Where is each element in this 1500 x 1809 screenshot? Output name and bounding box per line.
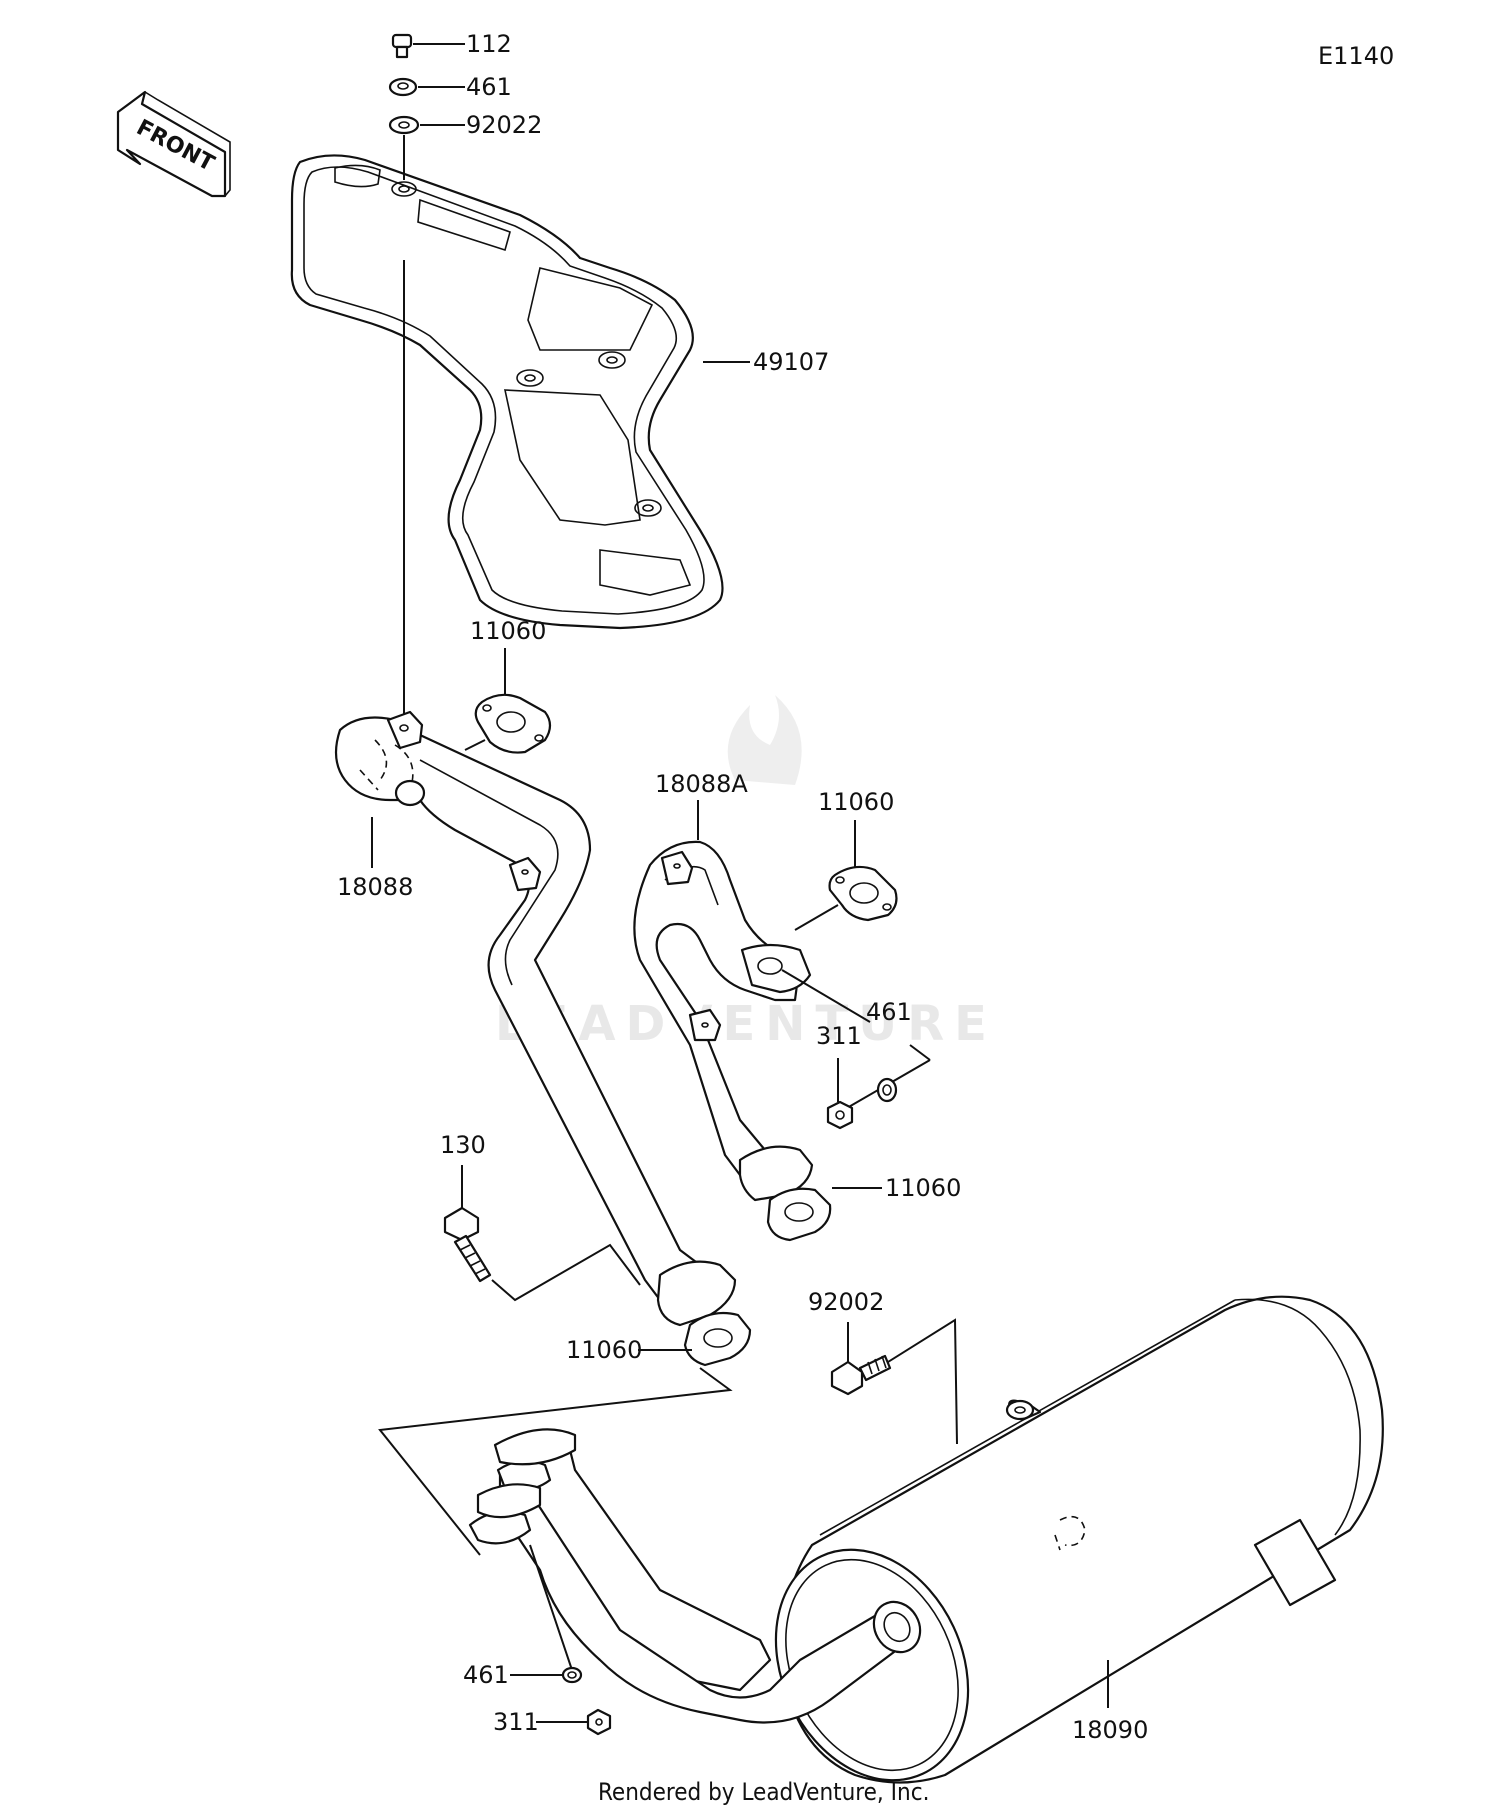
callout-11060-lower-left: 11060 [566,1336,642,1364]
watermark: LEADVENTURE [495,695,987,1052]
front-arrow-icon: FRONT [116,90,231,198]
footer-credit: Rendered by LeadVenture, Inc. [598,1778,929,1806]
callout-112: 112 [466,30,512,58]
diagram-id: E1140 [1318,42,1394,70]
nut-311-mid [826,1100,854,1130]
bolt-130 [443,1206,492,1283]
callout-311-bottom: 311 [493,1708,539,1736]
callout-92002: 92002 [808,1288,884,1316]
heat-guard-49107 [290,154,724,630]
callout-11060-upper-right: 11060 [818,788,894,816]
nut-311-bottom [586,1708,612,1736]
bolt-112 [391,33,413,59]
gasket-11060-upper-right [828,865,898,922]
washer-92022 [388,115,420,135]
gasket-11060-upper-left [474,693,552,754]
callout-311-mid: 311 [816,1022,862,1050]
callout-92022: 92022 [466,111,542,139]
nut-461-mid [876,1077,898,1103]
callout-11060-upper-left: 11060 [470,617,546,645]
bolt-92002 [830,1354,892,1396]
callout-18088: 18088 [337,873,413,901]
nut-461-top [388,77,418,97]
muffler-inlet-pipes [468,1428,922,1724]
callout-18090: 18090 [1072,1716,1148,1744]
callout-49107: 49107 [753,348,829,376]
gasket-11060-mid-right [766,1187,832,1242]
pipe-18088A [633,840,814,1202]
nut-461-bottom [561,1666,583,1684]
callout-461-mid: 461 [866,998,912,1026]
callout-130: 130 [440,1131,486,1159]
callout-461-bottom: 461 [463,1661,509,1689]
gasket-11060-lower-left [683,1311,752,1367]
callout-11060-mid-right: 11060 [885,1174,961,1202]
pipe-18088 [334,710,737,1327]
callout-461-top: 461 [466,73,512,101]
callout-18088A: 18088A [655,770,748,798]
